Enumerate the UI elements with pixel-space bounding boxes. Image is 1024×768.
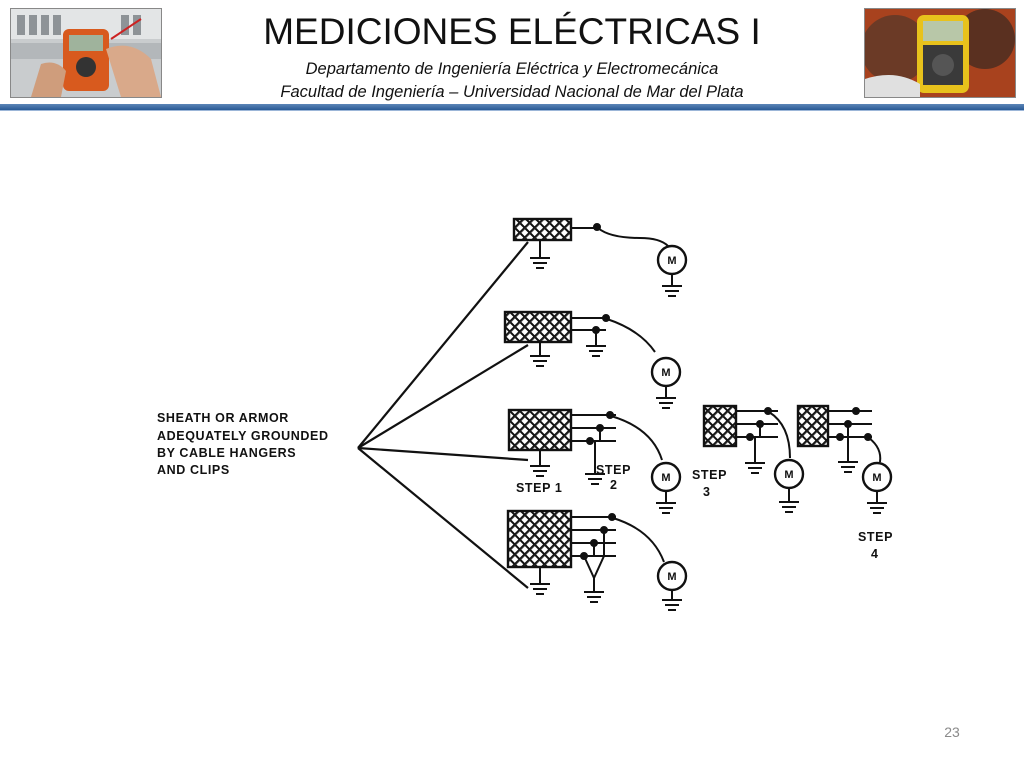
multimeter-photo-left xyxy=(10,8,162,98)
cable-sheath-row-4 xyxy=(506,509,688,611)
page-title: MEDICIONES ELÉCTRICAS I xyxy=(263,11,761,52)
page-subtitle-department: Departamento de Ingeniería Eléctrica y E… xyxy=(305,60,719,78)
header-divider-highlight xyxy=(0,110,1024,111)
motor-label-1: M xyxy=(667,255,676,267)
page-number: 23 xyxy=(944,724,960,740)
step-2-label-number: 2 xyxy=(610,478,618,492)
sheath-label-line-3: BY CABLE HANGERS xyxy=(157,446,296,460)
motor-label-6: M xyxy=(872,472,881,484)
motor-label-3: M xyxy=(661,472,670,484)
page-subtitle-faculty: Facultad de Ingeniería – Universidad Nac… xyxy=(280,83,744,101)
header-divider xyxy=(0,104,1024,110)
sheath-label-line-4: AND CLIPS xyxy=(157,463,230,477)
sheath-label-line-1: SHEATH OR ARMOR xyxy=(157,411,289,425)
motor-label-5: M xyxy=(784,469,793,481)
step-4-label-word: STEP xyxy=(858,530,893,544)
motor-label-4: M xyxy=(667,571,676,583)
step-4-label-number: 4 xyxy=(871,547,879,561)
step-2-label-word: STEP xyxy=(596,463,631,477)
step-3-label-number: 3 xyxy=(703,485,711,499)
step-4-assembly xyxy=(796,404,893,514)
cable-sheath-row-1 xyxy=(512,217,688,297)
motor-label-2: M xyxy=(661,367,670,379)
fan-lines xyxy=(357,241,529,589)
cable-sheath-row-3 xyxy=(507,408,682,514)
step-3-label-word: STEP xyxy=(692,468,727,482)
slide-header: MEDICIONES ELÉCTRICAS I Departamento de … xyxy=(0,0,1024,112)
multimeter-photo-right xyxy=(864,8,1016,98)
sheath-label-line-2: ADEQUATELY GROUNDED xyxy=(157,429,329,443)
step-1-label: STEP 1 xyxy=(516,481,562,495)
cable-sheath-row-2 xyxy=(503,310,682,409)
step-3-assembly xyxy=(702,404,805,513)
sheath-label: SHEATH OR ARMOR ADEQUATELY GROUNDED BY C… xyxy=(157,411,329,477)
cable-grounding-diagram: M M M M M M SHEATH OR ARMOR ADEQUATELY G… xyxy=(157,217,893,611)
